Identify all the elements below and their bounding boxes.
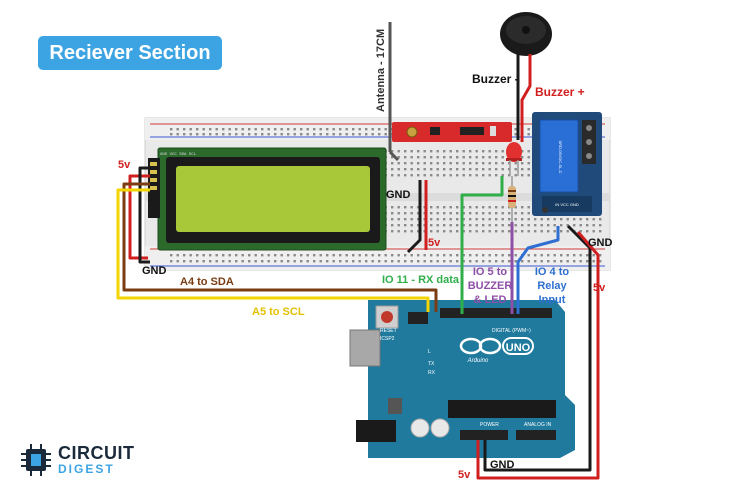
- a5-scl-label: A5 to SCL: [252, 306, 305, 318]
- arduino-5v-label: 5v: [458, 469, 471, 481]
- buzzer-positive-label: Buzzer +: [535, 85, 585, 99]
- lcd-screen: [176, 166, 370, 232]
- svg-text:SRD-05VDC-SL-C: SRD-05VDC-SL-C: [558, 140, 563, 173]
- svg-text:ANALOG IN: ANALOG IN: [524, 422, 552, 428]
- section-title: Reciever Section: [38, 36, 222, 70]
- relay-module: SRD-05VDC-SL-C IN VCC GND: [532, 112, 602, 216]
- buzzer: [500, 12, 552, 56]
- svg-text:POWER: POWER: [480, 422, 499, 428]
- wires: [116, 166, 600, 480]
- antenna: [388, 22, 400, 162]
- io5-label-line3: & LED: [474, 294, 507, 306]
- circuit-digest-logo: CIRCUIT DIGEST: [20, 443, 140, 479]
- logo-text-digest: DIGEST: [58, 462, 115, 476]
- io5-label-line1: IO 5 to: [473, 266, 508, 278]
- io4-label-line3: Input: [539, 294, 566, 306]
- rx-5v-label: 5v: [428, 237, 441, 249]
- svg-text:ICSP2: ICSP2: [380, 336, 395, 342]
- svg-text:DIGITAL (PWM~): DIGITAL (PWM~): [492, 328, 531, 334]
- svg-text:IN VCC GND: IN VCC GND: [555, 202, 579, 207]
- svg-text:GND VCC SDA SCL: GND VCC SDA SCL: [160, 153, 197, 157]
- lcd-5v-label: 5v: [118, 159, 131, 171]
- chip-icon: [21, 444, 51, 476]
- svg-text:TX: TX: [428, 361, 435, 367]
- svg-text:RESET: RESET: [380, 328, 397, 334]
- io11-label: IO 11 - RX data: [382, 274, 460, 286]
- relay-5v-label: 5v: [593, 282, 606, 294]
- io5-label-line2: BUZZER: [468, 280, 513, 292]
- rx-gnd-label: GND: [386, 189, 411, 201]
- lcd-gnd-label: GND: [142, 265, 167, 277]
- buzzer-negative-label: Buzzer -: [472, 72, 519, 86]
- arduino-uno-board: RESET ICSP2 DIGITAL (PWM~) POWER ANALOG …: [349, 300, 575, 458]
- a4-sda-label: A4 to SDA: [180, 276, 234, 288]
- resistor: [508, 176, 516, 222]
- svg-text:Arduino: Arduino: [467, 358, 489, 364]
- svg-text:UNO: UNO: [506, 342, 531, 354]
- red-led: [506, 142, 522, 176]
- svg-text:L: L: [428, 349, 431, 355]
- io4-label-line1: IO 4 to: [535, 266, 570, 278]
- relay-gnd-label: GND: [588, 237, 613, 249]
- lcd-module: GND VCC SDA SCL: [148, 147, 387, 251]
- svg-text:RX: RX: [428, 370, 436, 376]
- logo-text-circuit: CIRCUIT: [58, 443, 135, 463]
- rf-receiver-module: [392, 122, 512, 142]
- antenna-label: Antenna - 17CM: [375, 29, 387, 112]
- io4-label-line2: Relay: [537, 280, 567, 292]
- arduino-gnd-label: GND: [490, 459, 515, 471]
